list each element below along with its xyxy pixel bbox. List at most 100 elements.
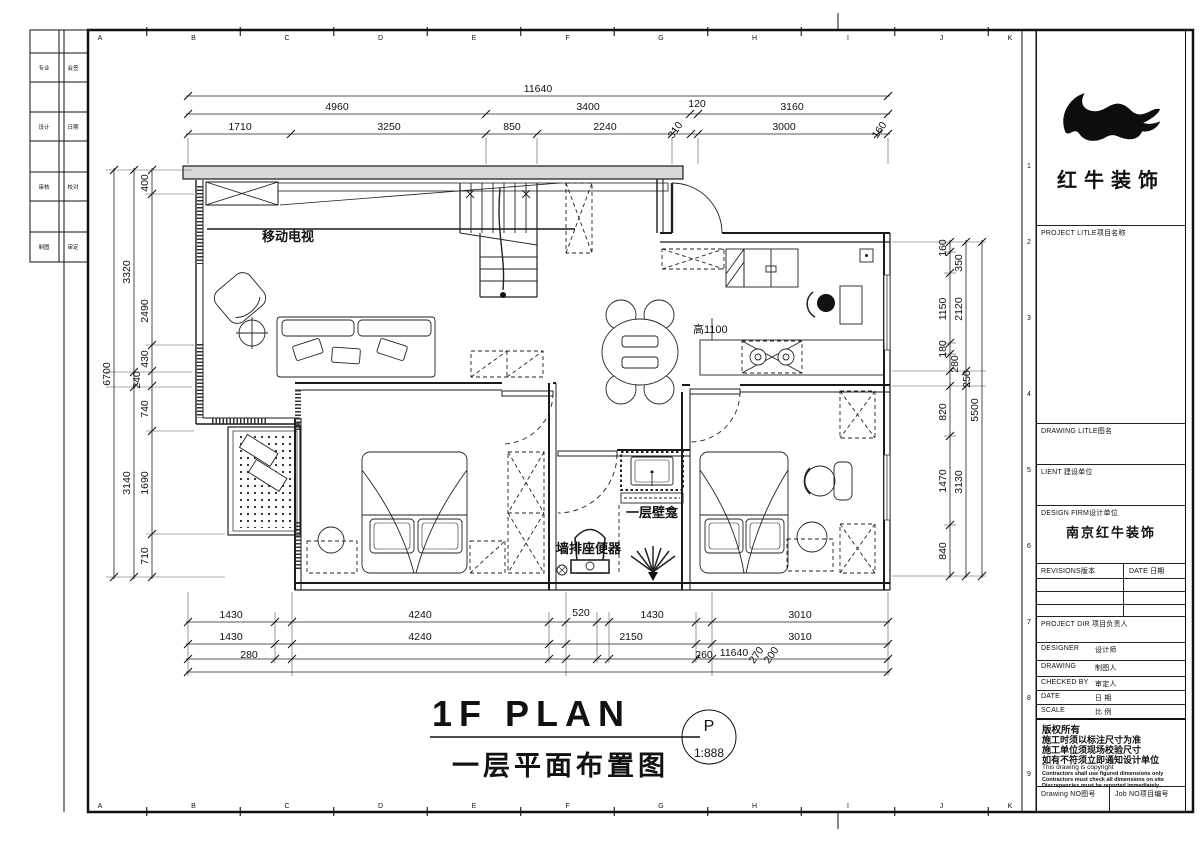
svg-text:250: 250 [961, 370, 973, 388]
client-label: LIENT 建设单位 [1041, 469, 1093, 476]
design-firm-value: 南京红牛装饰 [1065, 525, 1156, 540]
basin-niche [620, 451, 684, 491]
project-dir-section: PROJECT DIR 项目负责人 [1037, 616, 1185, 642]
lounge-chair [238, 433, 279, 467]
bathroom [556, 451, 684, 581]
upper-cabinets [661, 248, 799, 288]
extension-lines [106, 138, 986, 676]
dim-left-outer-line [109, 165, 119, 582]
svg-text:D: D [378, 803, 383, 810]
sig-cell: 日期 [67, 124, 79, 131]
svg-text:3130: 3130 [953, 470, 965, 494]
checked-by-cn: 审定人 [1095, 681, 1117, 688]
svg-text:2240: 2240 [593, 121, 617, 133]
bedroom-right [699, 390, 876, 574]
low-cabinet [470, 350, 544, 378]
dim-right-mid-line [961, 237, 971, 581]
wardrobe-bottom [839, 523, 876, 574]
svg-text:I: I [847, 35, 849, 42]
copyright-en: This drawing is copyright [1042, 764, 1114, 771]
title-marker-letter: P [704, 718, 715, 735]
svg-text:D: D [378, 35, 383, 42]
svg-text:A: A [98, 35, 103, 42]
svg-text:K: K [1008, 803, 1013, 810]
svg-text:820: 820 [937, 403, 949, 421]
svg-text:J: J [940, 35, 944, 42]
svg-text:J: J [940, 803, 944, 810]
svg-text:160: 160 [937, 239, 949, 257]
svg-text:2120: 2120 [953, 297, 965, 321]
copyright-cn2: 施工单位须现场校验尺寸 [1042, 745, 1142, 755]
svg-text:520: 520 [572, 607, 590, 619]
revision-row [1037, 591, 1185, 604]
entry-door [670, 182, 723, 234]
niche-label: 一层壁龛 [626, 505, 679, 520]
revisions-header: REVISIONS版本 DATE 日期 [1037, 563, 1185, 578]
svg-text:C: C [284, 803, 289, 810]
logo-area: 红牛装饰 [1037, 30, 1185, 225]
svg-text:5500: 5500 [969, 398, 981, 422]
svg-text:2150: 2150 [619, 631, 643, 643]
svg-text:840: 840 [937, 542, 949, 560]
drawing-title-label: DRAWING LITLE图名 [1041, 428, 1113, 435]
scale-cn: 比 例 [1095, 709, 1112, 716]
svg-text:1690: 1690 [139, 471, 151, 495]
svg-text:3010: 3010 [788, 631, 812, 643]
dim-text-top: 11640 4960 3400 120 3160 1710 3250 850 2… [228, 83, 889, 141]
svg-text:F: F [565, 803, 569, 810]
revisions-label: REVISIONS版本 [1041, 568, 1096, 575]
dim-right-outer-line [977, 237, 987, 581]
drawing-title: 1F PLAN P 1:888 一层平面布置图 [430, 693, 737, 781]
svg-text:H: H [752, 803, 757, 810]
revision-row [1037, 604, 1185, 616]
height-label: 高1100 [693, 322, 728, 336]
job-no-label: Job NO项目编号 [1115, 791, 1169, 798]
dining-set [601, 299, 679, 405]
niche-shelf [620, 492, 684, 504]
svg-text:H: H [752, 35, 757, 42]
date-section: DATE 日 期 [1037, 690, 1185, 704]
svg-text:400: 400 [139, 174, 151, 192]
svg-text:C: C [284, 35, 289, 42]
project-title-section: PROJECT LITLE项目名称 [1037, 225, 1185, 423]
plan-labels: 移动电视 高1100 一层壁龛 墙排座便器 [262, 229, 728, 556]
svg-text:1150: 1150 [937, 298, 949, 321]
svg-text:9: 9 [1027, 771, 1031, 778]
dim-bottom-row1-line [183, 617, 893, 627]
checked-by-section: CHECKED BY 审定人 [1037, 676, 1185, 690]
designer-section: DESIGNER 设计师 [1037, 642, 1185, 660]
svg-text:1710: 1710 [228, 121, 252, 133]
svg-text:280: 280 [949, 355, 961, 373]
svg-text:3320: 3320 [121, 260, 133, 284]
bedroom-left [306, 451, 545, 574]
drawing-by-section: DRAWING 制图人 [1037, 660, 1185, 676]
hall-cabinet [565, 182, 593, 254]
wardrobe [507, 451, 545, 574]
living-room [213, 272, 544, 378]
armchair [213, 272, 267, 324]
svg-text:710: 710 [139, 547, 151, 565]
svg-text:3: 3 [1027, 315, 1031, 322]
drawing-no-section: Drawing NO图号 Job NO项目编号 [1037, 786, 1185, 812]
svg-text:7: 7 [1027, 619, 1031, 626]
dim-text-left: 6700 3320 3140 400 2490 430 240 740 1690… [101, 174, 151, 565]
dim-bottom-row3-line [183, 654, 893, 664]
grid-ticks-bottom [146, 807, 989, 816]
date-cn: 日 期 [1095, 695, 1112, 702]
copyright-cn1: 施工时须以标注尺寸为准 [1042, 735, 1142, 745]
revision-row [1037, 578, 1185, 591]
coffee-table [236, 317, 268, 349]
copyright-cn3: 如有不符须立即通知设计单位 [1042, 755, 1160, 765]
svg-text:6: 6 [1027, 543, 1031, 550]
desk-chair [806, 285, 863, 325]
brand-name: 红牛装饰 [1057, 170, 1165, 192]
client-section: LIENT 建设单位 [1037, 464, 1185, 505]
designer-label: DESIGNER [1041, 645, 1080, 652]
svg-text:G: G [658, 35, 663, 42]
svg-text:350: 350 [953, 254, 965, 272]
sig-cell: 会签 [67, 64, 79, 72]
copyright-title: 版权所有 [1042, 725, 1081, 736]
svg-text:4240: 4240 [408, 609, 432, 621]
dim-left-mid-line [129, 165, 139, 582]
